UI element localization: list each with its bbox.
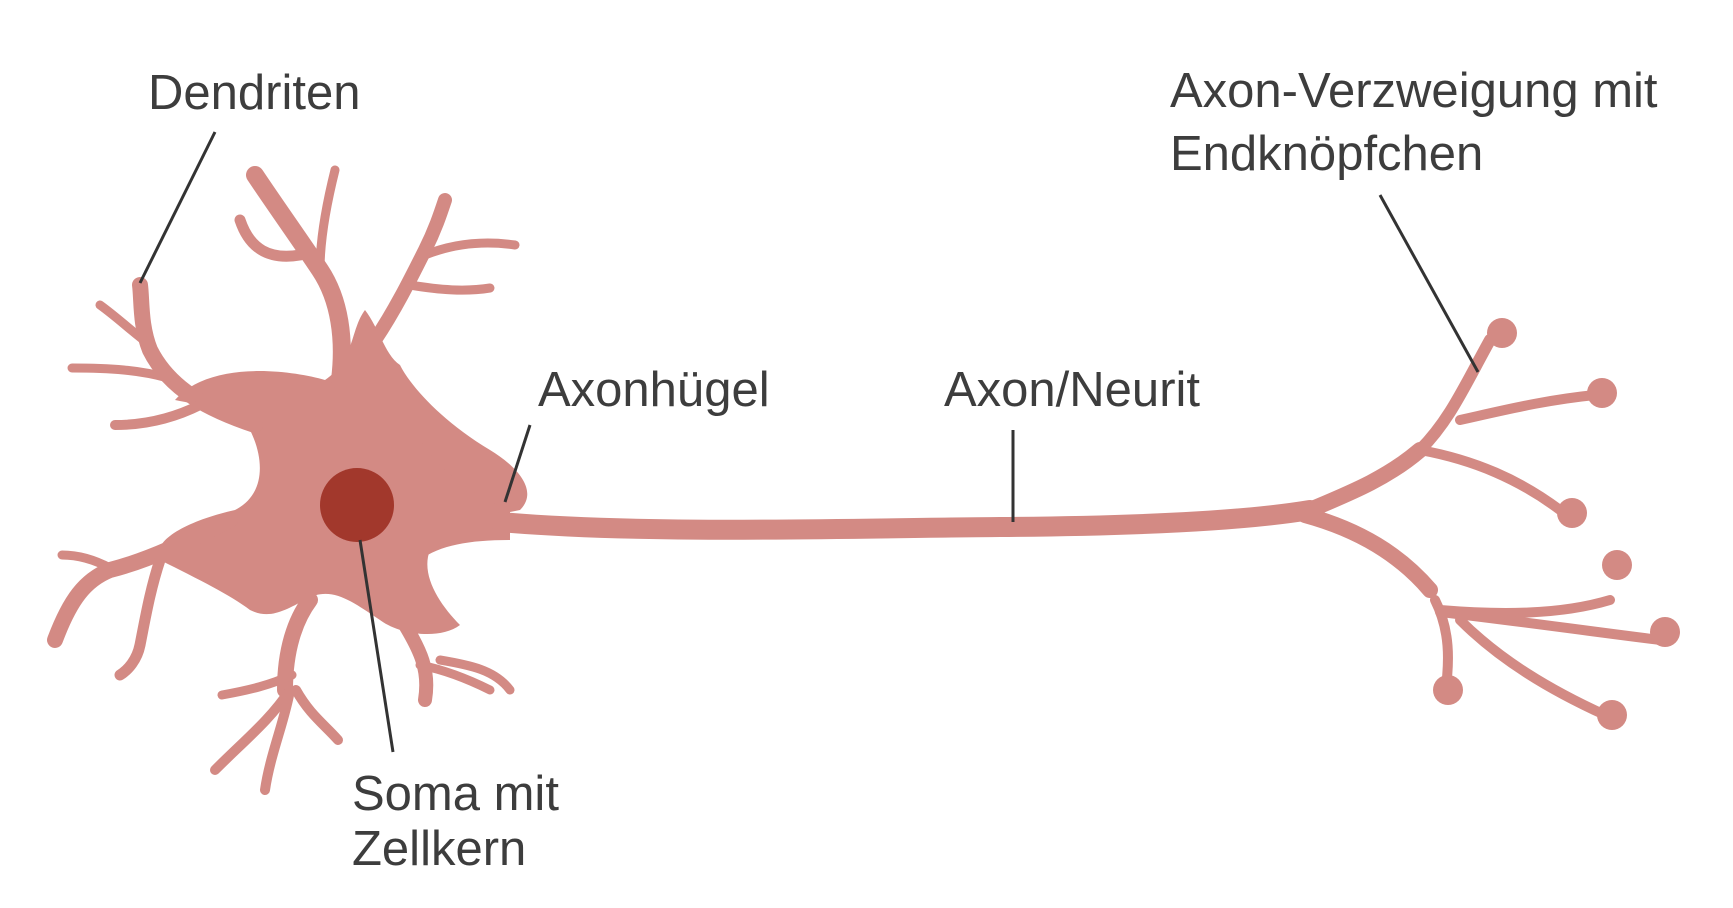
axon-branch — [1415, 445, 1565, 515]
dendrite — [234, 214, 306, 262]
dendrite — [398, 618, 434, 707]
terminal-button — [1487, 318, 1517, 348]
terminal-button — [1650, 617, 1680, 647]
dendrite — [114, 554, 166, 681]
dendrite — [67, 363, 173, 383]
terminal-button — [1587, 378, 1617, 408]
dendrite — [95, 300, 155, 350]
label-soma-line1: Soma mit — [352, 767, 559, 821]
dendrite — [260, 685, 295, 795]
axon-hillock-shape — [420, 440, 510, 560]
label-axon-hillock: Axonhügel — [538, 363, 770, 417]
axon-shape — [490, 500, 1320, 540]
neuron — [47, 165, 1680, 795]
leader-line-axon-terminal — [1378, 194, 1480, 373]
dendrite — [132, 277, 263, 433]
axon-branch — [1297, 442, 1428, 520]
terminal-button — [1433, 675, 1463, 705]
axon-branch — [1414, 334, 1496, 456]
label-axon-terminal-line2: Endknöpfchen — [1170, 127, 1483, 181]
dendrite — [420, 238, 520, 260]
dendrite — [315, 165, 340, 275]
terminal-button — [1557, 498, 1587, 528]
label-dendrites: Dendriten — [148, 66, 360, 120]
dendrite — [368, 193, 452, 347]
label-axon-terminal-line1: Axon-Verzweigung mit — [1170, 64, 1658, 118]
leader-line-dendrites — [138, 131, 217, 284]
leader-line-soma — [358, 539, 395, 753]
terminal-button — [1597, 700, 1627, 730]
leader-line-axon-hillock — [503, 424, 532, 503]
dendrite — [217, 670, 297, 700]
axon-branch — [1297, 507, 1438, 598]
nucleus — [320, 468, 394, 542]
axon-branch — [1435, 607, 1665, 645]
axon-branch — [1455, 390, 1600, 425]
dendrite — [57, 550, 115, 573]
label-soma-line2: Zellkern — [352, 822, 526, 876]
dendrite — [110, 400, 205, 430]
dendrite — [291, 685, 343, 745]
leader-lines — [138, 131, 1480, 753]
label-axon: Axon/Neurit — [944, 363, 1200, 417]
axon-branch — [1455, 615, 1610, 720]
dendrite — [435, 655, 515, 695]
dendrite — [405, 280, 495, 295]
dendrite — [415, 660, 495, 695]
terminal-button — [1602, 550, 1632, 580]
